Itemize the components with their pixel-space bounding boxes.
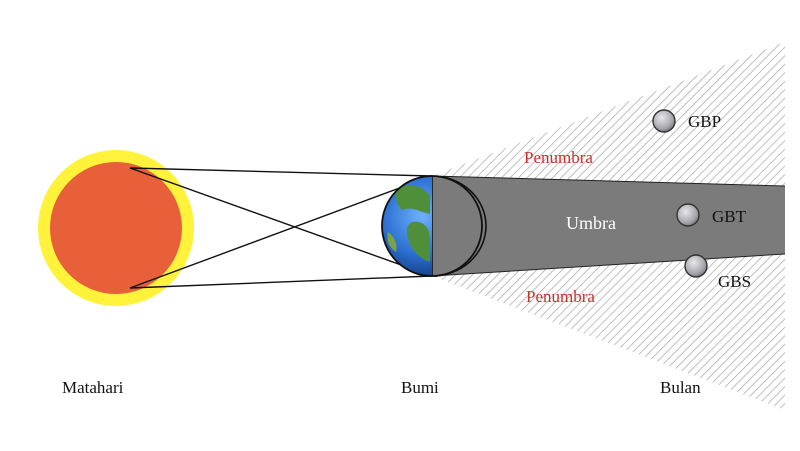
ray-cross-down: [129, 167, 433, 277]
moon-label: Bulan: [660, 378, 701, 397]
sun: [50, 162, 182, 294]
moon-partial-label: GBS: [718, 272, 751, 291]
umbra-top-edge: [431, 175, 786, 187]
earth: [381, 175, 483, 277]
penumbra-label-top: Penumbra: [524, 148, 593, 167]
ray-top-external: [129, 167, 433, 177]
umbra-region: [432, 176, 785, 276]
ray-cross-up: [129, 175, 433, 289]
moon-total: [676, 203, 700, 227]
sun-label: Matahari: [62, 378, 124, 397]
umbra-label: Umbra: [566, 213, 616, 233]
umbra-bottom-edge: [431, 253, 786, 277]
penumbra-label-bottom: Penumbra: [526, 287, 595, 306]
ray-bottom-external: [129, 275, 433, 289]
moon-partial: [684, 254, 708, 278]
earth-label: Bumi: [401, 378, 439, 397]
moon-penumbral: [652, 109, 676, 133]
moon-penumbral-label: GBP: [688, 112, 721, 131]
moon-total-label: GBT: [712, 207, 747, 226]
